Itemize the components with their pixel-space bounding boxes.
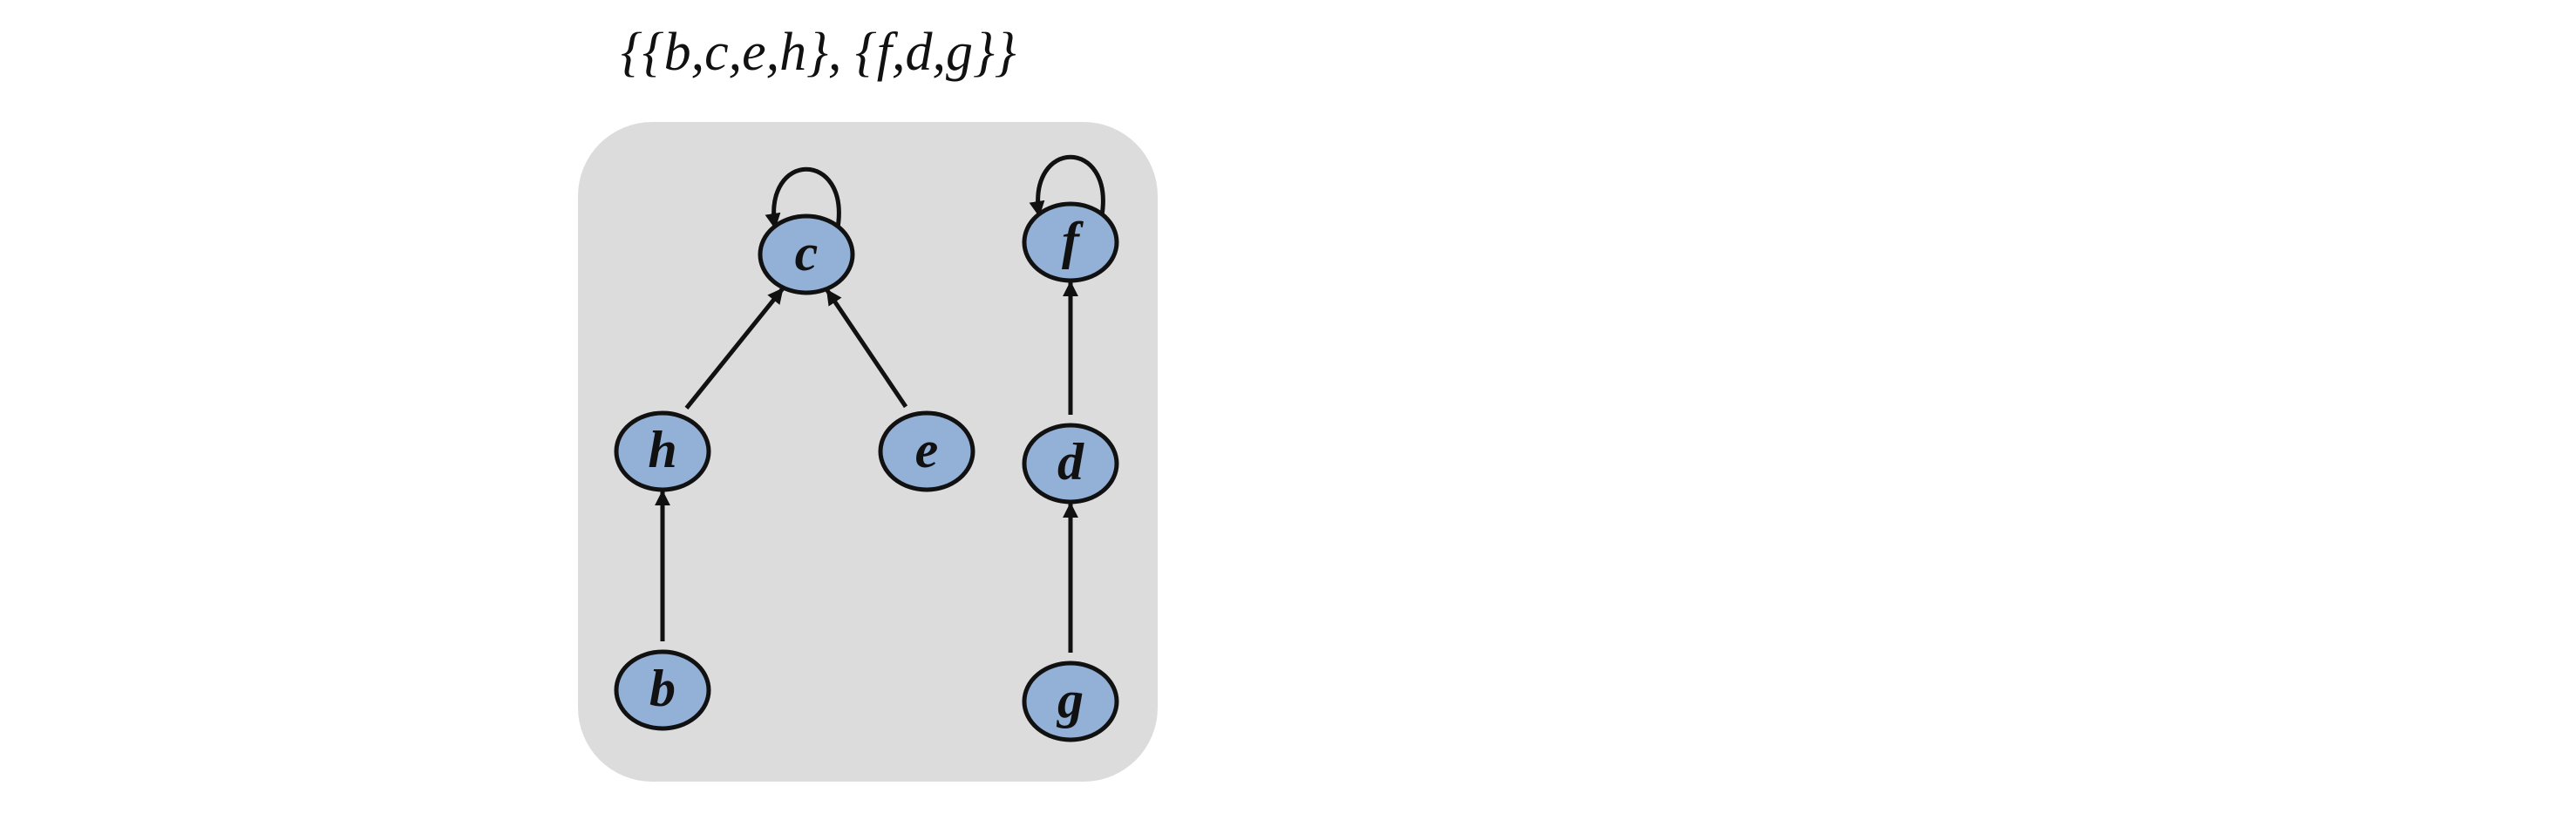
group-background: [578, 122, 1158, 782]
self-loop-c: [765, 167, 841, 229]
node-label-e: e: [915, 421, 939, 478]
node-label-h: h: [648, 421, 676, 478]
edges-layer: [655, 155, 1105, 653]
node-ellipse-e: [878, 410, 975, 492]
node-b: b: [614, 649, 711, 731]
node-ellipse-f: [1022, 201, 1119, 283]
node-ellipse-b: [614, 649, 711, 731]
node-d: d: [1022, 423, 1119, 505]
node-label-b: b: [649, 660, 676, 717]
edge-e-to-c: [825, 288, 908, 409]
node-label-d: d: [1057, 433, 1084, 491]
node-g: g: [1022, 661, 1119, 742]
self-loop-f: [1029, 155, 1105, 217]
node-f: f: [1022, 201, 1119, 283]
edge-h-to-c: [684, 288, 785, 410]
node-ellipse-g: [1022, 661, 1119, 742]
node-e: e: [878, 410, 975, 492]
partition-title: {{b,c,e,h}, {f,d,g}}: [621, 23, 1016, 82]
node-label-g: g: [1056, 671, 1084, 728]
node-ellipse-d: [1022, 423, 1119, 505]
node-ellipse-c: [758, 213, 855, 295]
nodes-layer: c h e b f d g: [614, 201, 1119, 742]
node-label-c: c: [795, 224, 819, 281]
node-c: c: [758, 213, 855, 295]
node-ellipse-h: [614, 410, 711, 492]
node-h: h: [614, 410, 711, 492]
